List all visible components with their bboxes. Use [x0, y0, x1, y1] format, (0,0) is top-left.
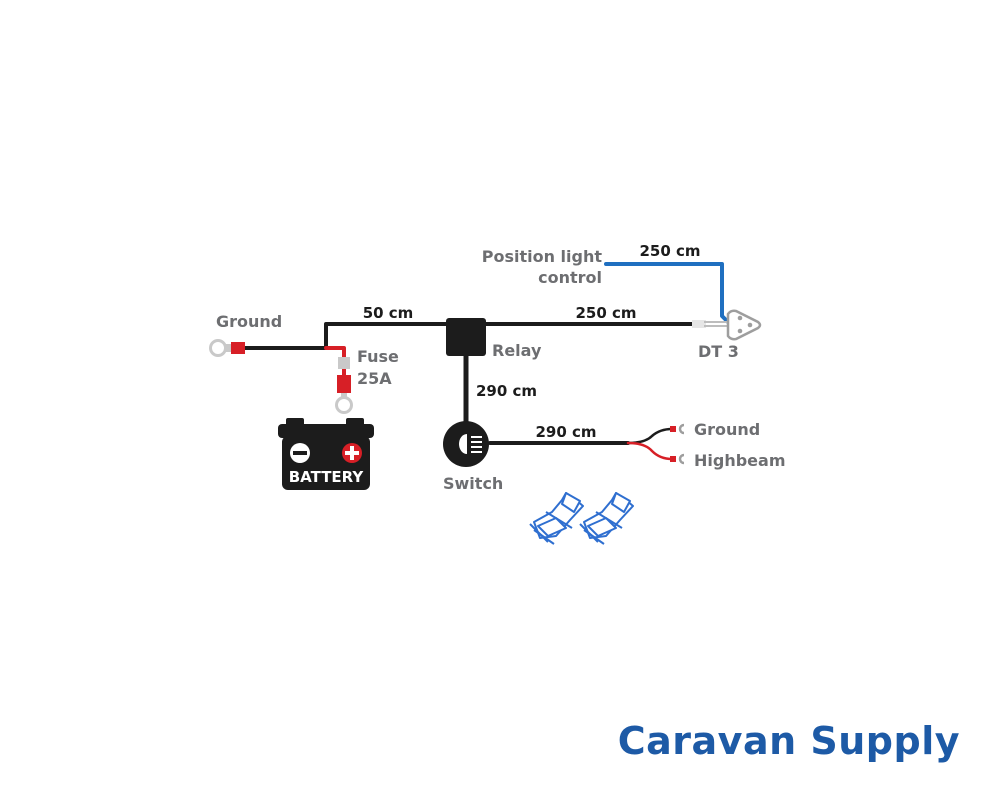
length-battery-to-relay: 50 cm [363, 304, 414, 322]
output-terminal-highbeam [670, 453, 685, 465]
length-relay-to-dt3: 250 cm [575, 304, 636, 322]
label-fuse-line2: 25A [357, 369, 392, 388]
wire-output-ground [626, 427, 674, 445]
headlight-switch-icon [443, 421, 489, 467]
dt3-connector-icon [692, 309, 762, 341]
output-terminal-ground [670, 423, 685, 435]
brand-logo: Caravan Supply [618, 719, 960, 763]
label-position-line2: control [538, 268, 602, 287]
wire-ground-to-relay [242, 322, 450, 350]
wire-tap-connector-icon [529, 492, 584, 545]
length-position-control: 250 cm [639, 242, 700, 260]
wire-position-control [604, 262, 730, 324]
ground-ring-terminal [209, 339, 245, 357]
length-switch-to-outputs: 290 cm [535, 423, 596, 441]
battery-label: BATTERY [289, 468, 365, 486]
label-fuse-line1: Fuse [357, 347, 399, 366]
wire-tap-connector-icon [579, 492, 634, 545]
wires [242, 262, 730, 461]
label-relay: Relay [492, 341, 542, 360]
fuse [335, 357, 353, 414]
label-dt3: DT 3 [698, 342, 739, 361]
label-highbeam: Highbeam [694, 451, 786, 470]
label-position-line1: Position light [482, 247, 603, 266]
wire-output-highbeam [626, 441, 674, 461]
battery-icon: BATTERY [278, 418, 374, 490]
wire-fuse-red [324, 346, 346, 360]
length-relay-to-switch: 290 cm [476, 382, 537, 400]
label-switch: Switch [443, 474, 503, 493]
label-ground-right: Ground [694, 420, 760, 439]
relay-box [446, 318, 486, 356]
label-ground-left: Ground [216, 312, 282, 331]
